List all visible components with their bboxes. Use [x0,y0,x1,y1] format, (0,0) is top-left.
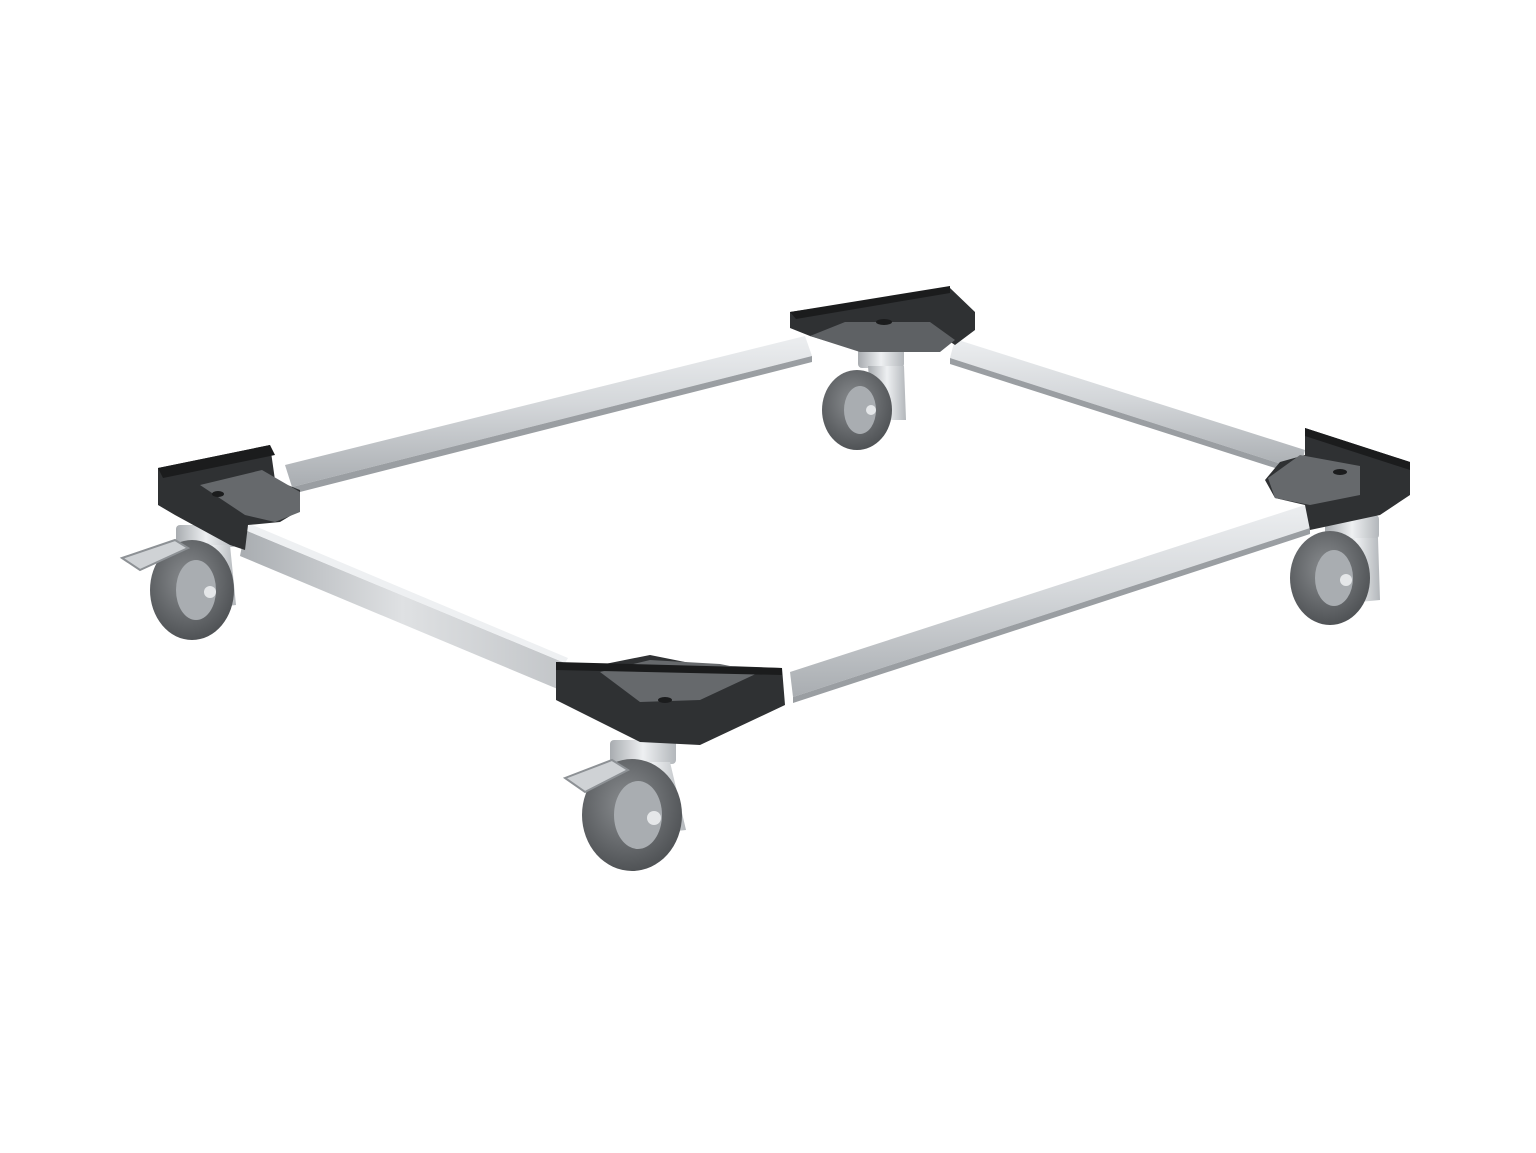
left-rail [240,524,568,690]
caster-front-left [562,740,686,871]
corner-bracket-front-right [1265,428,1410,530]
caster-back-left [119,525,236,640]
caster-back-right [822,342,906,450]
corner-bracket-back-right [790,286,975,352]
corner-bracket-front-left [556,655,785,745]
corner-bracket-back-left [158,445,300,550]
right-rail [950,339,1305,476]
back-rail [285,336,812,494]
front-rail [790,505,1310,703]
